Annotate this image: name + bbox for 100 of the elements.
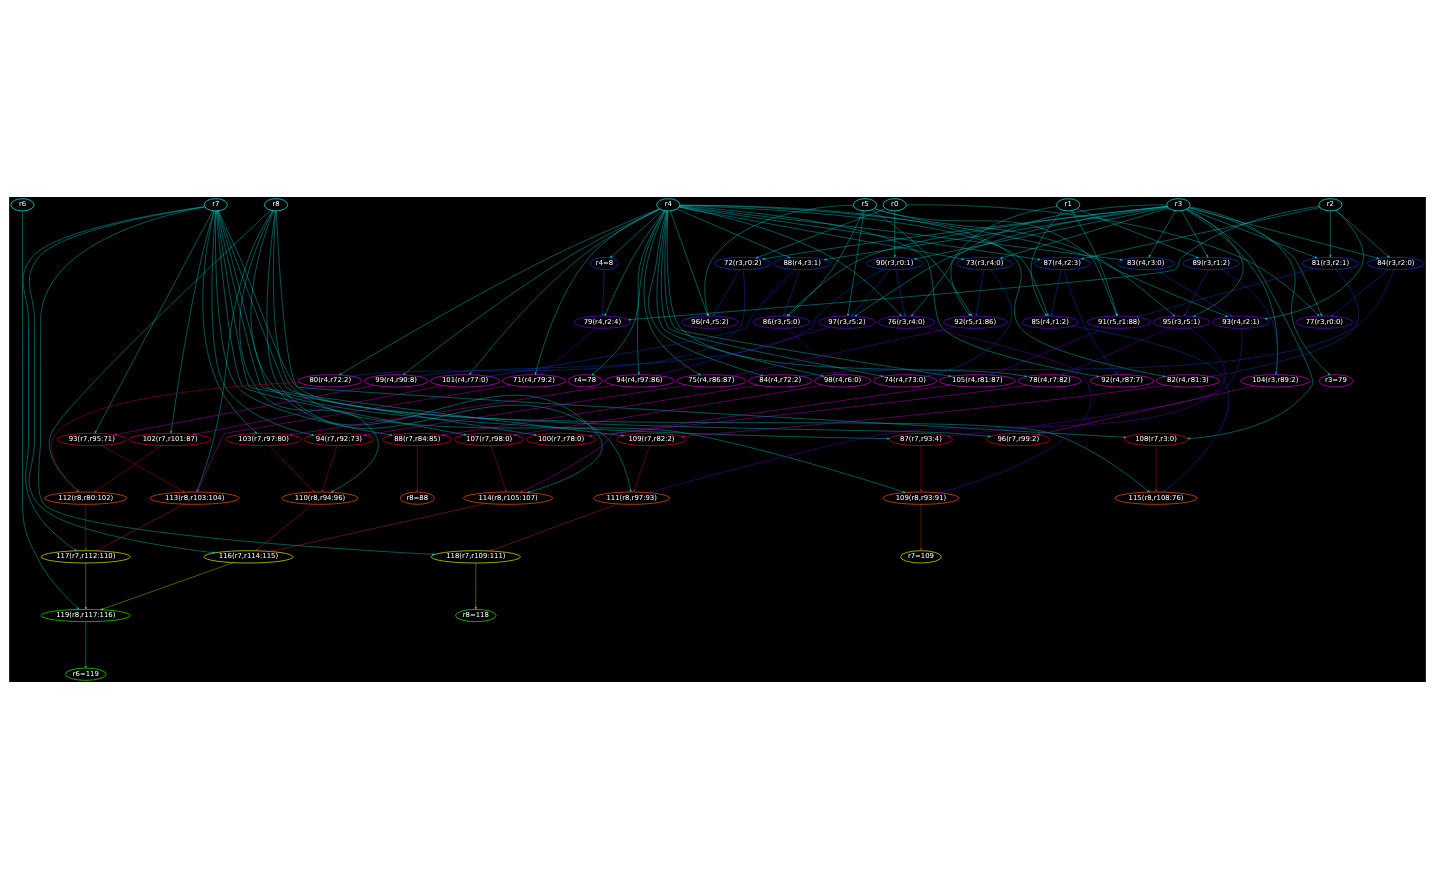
arrow — [801, 268, 1395, 377]
arrow — [1148, 210, 1176, 257]
arrow — [664, 210, 952, 377]
arrow — [824, 206, 1168, 260]
arrow — [273, 210, 906, 493]
arrow — [787, 327, 837, 375]
arrow — [755, 207, 886, 258]
arrow — [352, 269, 745, 377]
arrow — [1184, 268, 1209, 316]
arrow — [1037, 385, 1256, 435]
arrow — [239, 210, 379, 492]
arrow — [914, 206, 1169, 260]
arrow — [676, 208, 791, 258]
arrow — [93, 444, 163, 492]
arrow — [218, 210, 1127, 438]
arrow — [762, 205, 1168, 260]
arrow — [216, 210, 625, 436]
arrow — [100, 561, 234, 610]
arrow — [679, 204, 1049, 316]
arrow — [84, 621, 87, 668]
arrow — [1030, 209, 1064, 316]
arrow — [490, 503, 618, 551]
arrow — [1071, 325, 1230, 492]
arrow — [947, 327, 1242, 437]
arrow — [704, 204, 854, 316]
arrow — [1061, 327, 1170, 375]
arrow — [216, 210, 537, 436]
arrow — [678, 206, 965, 260]
arrow — [661, 210, 884, 377]
arrow — [1210, 268, 1359, 377]
arrow — [871, 209, 973, 316]
arrow — [513, 384, 823, 436]
arrow — [731, 326, 956, 376]
arrow — [1136, 267, 1314, 317]
arrow — [101, 444, 186, 492]
arrow — [610, 209, 663, 258]
arrow — [643, 210, 701, 375]
arrow — [95, 503, 185, 551]
arrow — [1186, 208, 1244, 317]
arrow — [679, 205, 1123, 261]
arrow — [114, 384, 375, 435]
arrow — [924, 326, 1091, 493]
arrow — [363, 384, 687, 436]
arrow — [540, 327, 597, 375]
arrow — [787, 210, 863, 316]
arrow — [628, 205, 1320, 320]
arrow — [990, 327, 1107, 375]
arrow — [874, 207, 1118, 316]
arrow — [441, 384, 758, 436]
arrow — [321, 444, 338, 492]
arrow — [895, 268, 906, 316]
arrow — [604, 209, 665, 316]
arrow — [1220, 268, 1278, 375]
arrow — [1071, 210, 1118, 316]
arrow — [202, 210, 258, 434]
arrow — [490, 444, 507, 492]
arrow — [1155, 444, 1157, 492]
arrow — [193, 384, 444, 435]
arrow — [589, 384, 1028, 437]
arrow — [474, 562, 477, 610]
arrow — [276, 210, 1150, 492]
arrow — [847, 210, 865, 316]
arrow — [601, 268, 605, 316]
arrow — [49, 209, 271, 492]
arrow — [679, 206, 902, 316]
arrow — [920, 503, 922, 551]
arrow — [1331, 268, 1390, 316]
arrow — [920, 444, 922, 492]
arrow — [906, 204, 1320, 316]
arrow — [534, 208, 660, 375]
arrow — [255, 503, 314, 551]
arrow — [1188, 206, 1323, 316]
arrow — [1154, 268, 1233, 317]
arrow — [679, 204, 1229, 317]
arrow — [648, 210, 764, 376]
arrow — [1329, 210, 1332, 258]
arrow — [1187, 207, 1318, 258]
arrow — [1185, 208, 1278, 375]
arrow — [1063, 268, 1118, 375]
arrow — [975, 268, 984, 316]
arrow — [681, 384, 1166, 437]
arrow — [1081, 206, 1321, 259]
arrow — [84, 562, 87, 610]
arrow — [1076, 208, 1199, 258]
arrow — [211, 210, 315, 436]
arrow — [270, 502, 487, 552]
arrow — [1181, 210, 1209, 257]
arrow — [656, 326, 831, 376]
arrow — [51, 381, 300, 492]
arrow — [786, 205, 1168, 316]
arrow — [519, 384, 951, 492]
arrow — [289, 384, 615, 436]
arrow — [339, 208, 660, 375]
arrow — [84, 503, 87, 551]
arrow — [666, 210, 1028, 377]
arrow — [656, 210, 824, 377]
arrow — [416, 444, 419, 492]
arrow — [22, 210, 80, 610]
arrow — [713, 268, 740, 316]
arrow — [851, 268, 891, 316]
